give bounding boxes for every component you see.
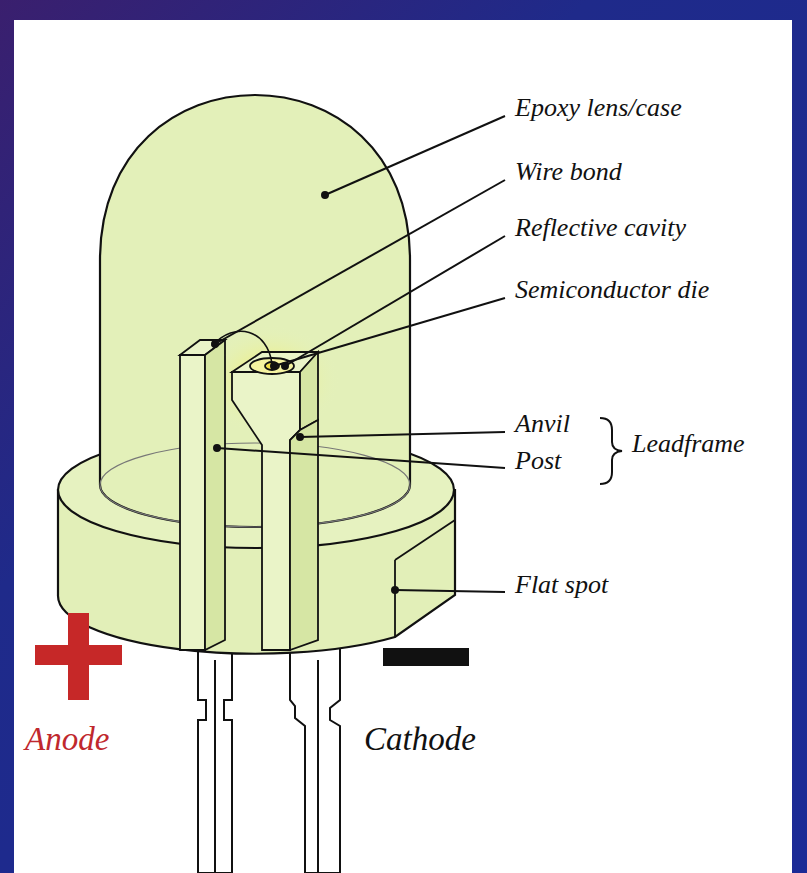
group-label: Leadframe xyxy=(632,428,745,459)
part-label: Wire bond xyxy=(515,156,622,187)
part-label: Epoxy lens/case xyxy=(515,92,682,123)
part-label: Anvil xyxy=(515,408,570,439)
terminal-label: Anode xyxy=(25,720,109,760)
terminal-label: Cathode xyxy=(364,720,476,760)
part-label: Semiconductor die xyxy=(515,274,709,305)
part-label: Flat spot xyxy=(515,569,608,600)
part-label: Post xyxy=(515,445,561,476)
part-label: Reflective cavity xyxy=(515,212,686,243)
minus-symbol xyxy=(383,648,469,666)
